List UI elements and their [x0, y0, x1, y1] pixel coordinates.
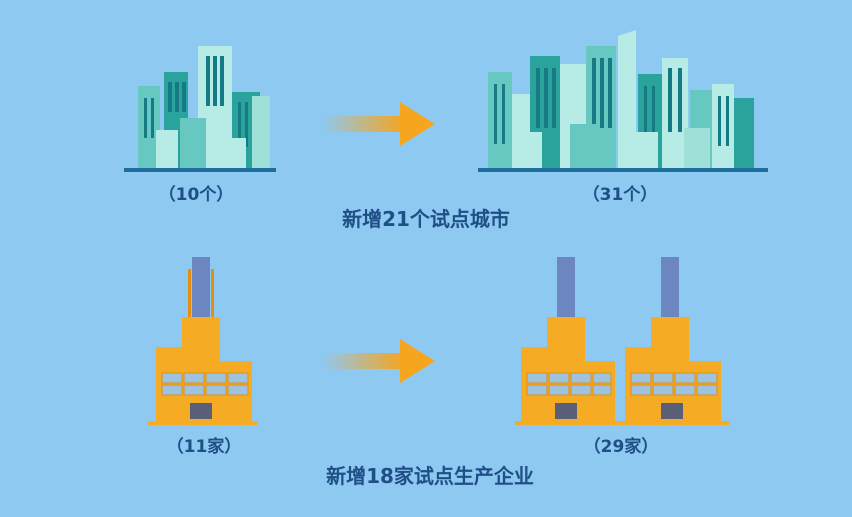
arrow-right-icon-2 — [322, 339, 435, 383]
factory-large-icon — [515, 257, 730, 425]
factories-caption: 新增18家试点生产企业 — [326, 464, 534, 488]
cities-after-label: （31个） — [582, 185, 658, 205]
factories-after-label: （29家） — [583, 437, 659, 457]
arrow-right-icon — [322, 102, 435, 146]
cities-caption: 新增21个试点城市 — [342, 207, 510, 231]
city-skyline-large-icon — [478, 30, 768, 172]
factory-small-icon — [148, 257, 258, 425]
cities-before-label: （10个） — [158, 185, 234, 205]
city-skyline-small-icon — [124, 46, 276, 172]
factories-before-label: （11家） — [166, 437, 242, 457]
